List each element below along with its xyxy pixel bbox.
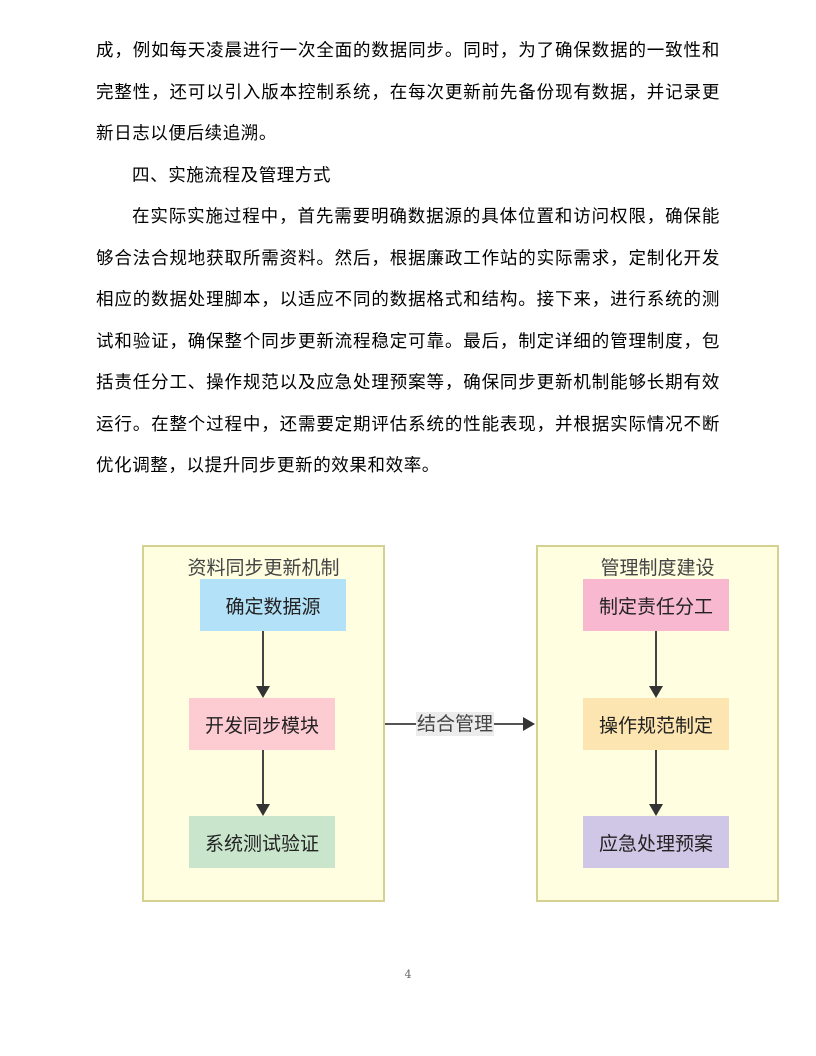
arrow-down-icon	[256, 686, 270, 698]
arrow-line	[262, 750, 264, 806]
page-number: 4	[404, 968, 412, 981]
arrow-down-icon	[256, 804, 270, 816]
arrow-down-icon	[649, 686, 663, 698]
arrow-right-icon	[523, 717, 535, 731]
link-label: 结合管理	[416, 712, 495, 736]
node-operating-standards: 操作规范制定	[583, 698, 729, 750]
section-heading: 四、实施流程及管理方式	[132, 166, 332, 186]
node-system-test-verify: 系统测试验证	[189, 816, 335, 868]
node-assign-responsibilities: 制定责任分工	[583, 579, 729, 631]
arrow-line	[262, 631, 264, 687]
node-develop-sync-module: 开发同步模块	[189, 698, 335, 750]
arrow-down-icon	[649, 804, 663, 816]
node-determine-data-source: 确定数据源	[200, 579, 346, 631]
group-title: 资料同步更新机制	[187, 557, 340, 579]
body-paragraph-continued: 成，例如每天凌晨进行一次全面的数据同步。同时，为了确保数据的一致性和完整性，还可…	[96, 41, 720, 144]
arrow-line	[655, 631, 657, 687]
arrow-line	[655, 750, 657, 806]
body-paragraph-implementation: 在实际实施过程中，首先需要明确数据源的具体位置和访问权限，确保能够合法合规地获取…	[96, 207, 720, 476]
node-emergency-plan: 应急处理预案	[583, 816, 729, 868]
group-title: 管理制度建设	[600, 557, 715, 579]
